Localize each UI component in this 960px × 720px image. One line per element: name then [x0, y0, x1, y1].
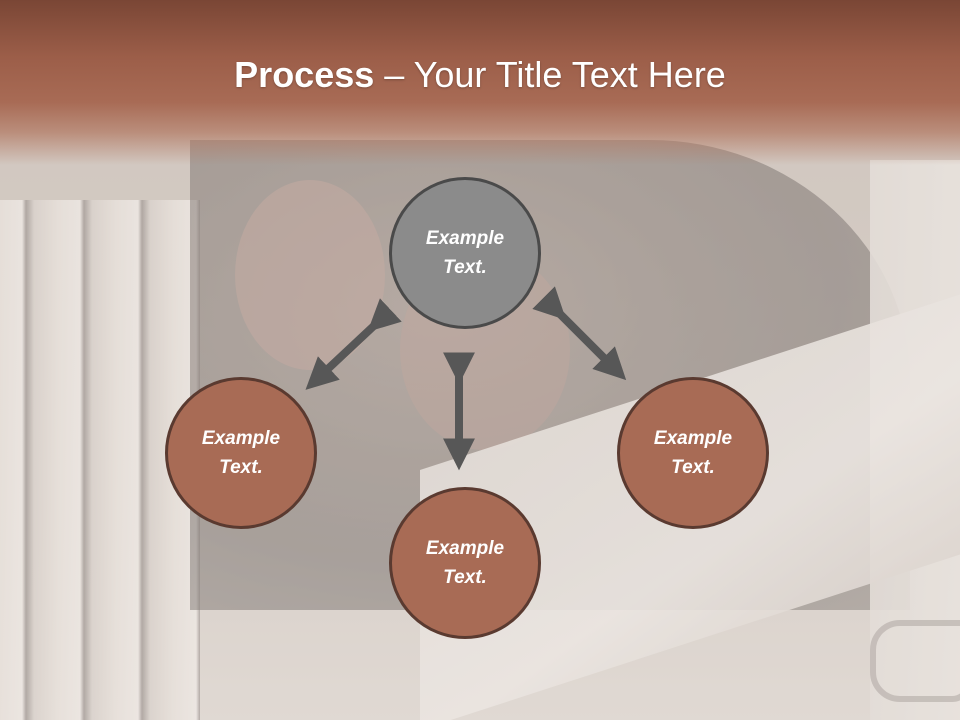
node-right-line1: Example — [653, 428, 733, 449]
slide-title[interactable]: Process – Your Title Text Here — [0, 52, 960, 98]
process-node-top[interactable]: Example Text. — [389, 177, 541, 329]
node-top-line2: Text. — [443, 257, 487, 278]
arrow-top-left — [305, 298, 402, 390]
node-right-line2: Text. — [671, 457, 715, 478]
node-top-line1: Example — [425, 228, 505, 249]
process-node-left[interactable]: Example Text. — [165, 377, 317, 529]
title-bold: Process — [234, 54, 375, 95]
process-node-bottom[interactable]: Example Text. — [389, 487, 541, 639]
title-bar — [0, 0, 960, 165]
node-bottom-line2: Text. — [443, 567, 487, 588]
process-node-right[interactable]: Example Text. — [617, 377, 769, 529]
node-left-line2: Text. — [219, 457, 263, 478]
node-left-line1: Example — [201, 428, 281, 449]
title-rest: – Your Title Text Here — [374, 54, 726, 95]
arrow-top-right — [532, 286, 627, 381]
door-handle — [870, 620, 960, 702]
node-bottom-line1: Example — [425, 538, 505, 559]
